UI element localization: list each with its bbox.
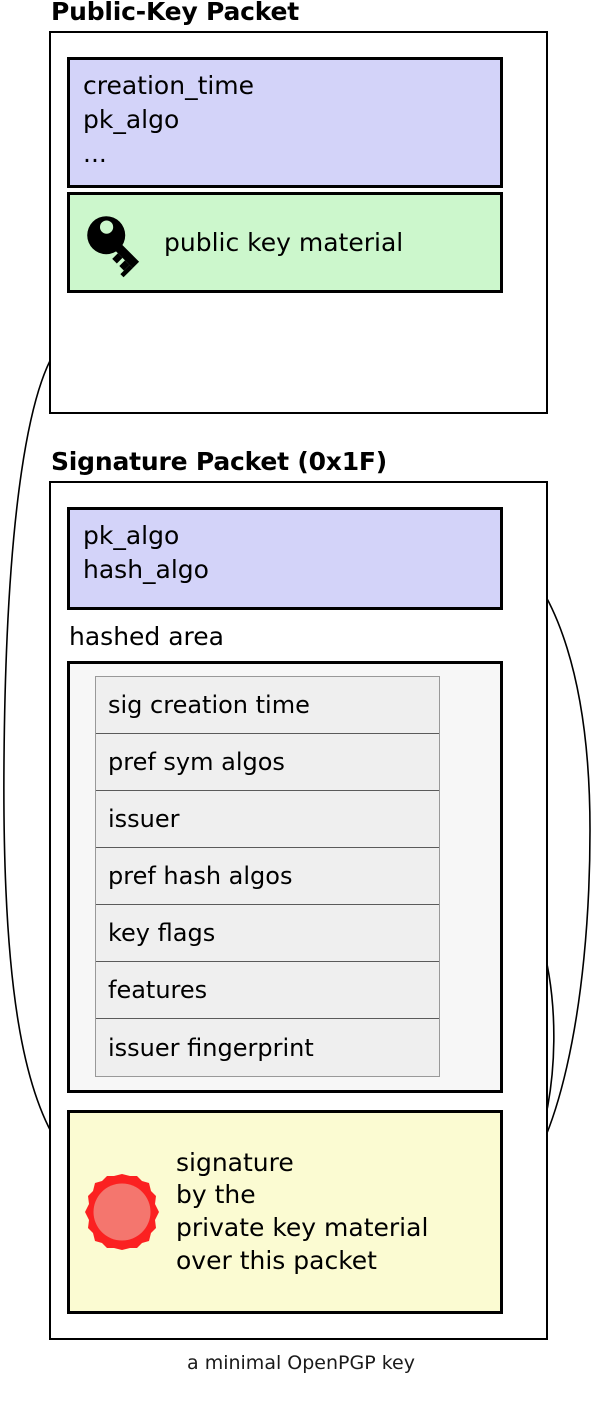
subpacket-row: pref hash algos	[96, 848, 439, 905]
public-key-material-label: public key material	[164, 227, 404, 257]
subpacket-row: features	[96, 962, 439, 1019]
wax-seal-icon	[85, 1174, 159, 1250]
public-key-fields-box: creation_time pk_algo ...	[67, 57, 503, 188]
diagram-caption: a minimal OpenPGP key	[187, 1352, 415, 1374]
signature-block-label: signature by the private key material ov…	[176, 1147, 429, 1275]
subpacket-row: key flags	[96, 905, 439, 962]
subpacket-row: sig creation time	[96, 677, 439, 734]
signature-block: signature by the private key material ov…	[67, 1110, 503, 1314]
public-key-packet-title: Public-Key Packet	[51, 0, 300, 26]
subpacket-row: issuer fingerprint	[96, 1019, 439, 1076]
public-key-material-box: public key material	[67, 192, 503, 293]
key-icon	[87, 215, 140, 277]
signature-fields-box: pk_algo hash_algo	[67, 507, 503, 610]
subpacket-row: issuer	[96, 791, 439, 848]
subpacket-row: pref sym algos	[96, 734, 439, 791]
public-key-fields-label: creation_time pk_algo ...	[83, 71, 255, 168]
hashed-area-label: hashed area	[69, 622, 224, 651]
signature-packet-title: Signature Packet (0x1F)	[51, 447, 388, 476]
subpacket-list: sig creation time pref sym algos issuer …	[95, 676, 440, 1077]
signature-fields-label: pk_algo hash_algo	[83, 521, 209, 584]
hashed-area-box: sig creation time pref sym algos issuer …	[67, 661, 503, 1093]
